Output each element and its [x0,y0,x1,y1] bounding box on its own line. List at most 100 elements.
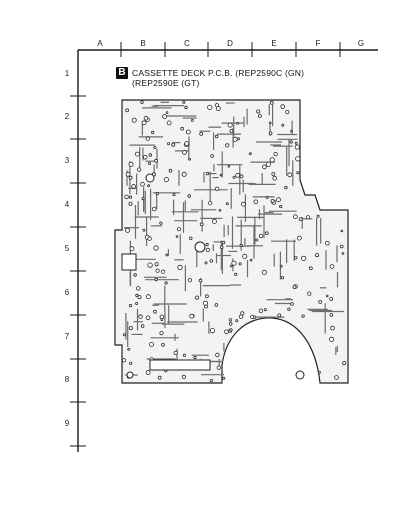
pad [235,319,239,323]
pad [280,276,284,280]
grid-col-label: D [227,39,233,48]
mounting-holes [126,173,305,380]
pad [280,104,286,109]
pad [195,295,200,300]
pad [290,302,294,306]
pad [231,260,237,266]
grid-col-label: C [184,39,190,48]
pad [253,199,259,205]
grid-row-label: 7 [64,332,70,341]
pad [236,121,240,125]
pad [214,303,219,307]
grid-row-label: 4 [64,200,70,209]
pad [153,146,157,150]
pad [198,278,203,283]
pad [238,262,242,266]
pad [257,114,262,118]
pad [301,314,305,318]
pad [229,328,233,332]
grid-row-label: 2 [64,112,70,121]
pad [205,242,209,247]
pad [188,158,191,161]
copper-traces [124,101,344,376]
pad [232,136,238,142]
pad [248,152,252,156]
pad [154,277,158,282]
pad [137,167,142,172]
pad [277,313,282,318]
pad [215,352,220,358]
pad [325,294,329,298]
pad [164,281,168,285]
pad [238,314,244,319]
pad [289,140,293,144]
pad [128,175,133,180]
pad [181,171,187,177]
pad [298,217,303,222]
pad [287,172,293,178]
pad [301,255,307,261]
pad [129,246,135,252]
pad [214,134,219,139]
board-badge: B [116,67,128,79]
pad [242,253,248,259]
pad [204,304,208,309]
pad [262,164,267,170]
pad [256,109,261,114]
pad [225,143,230,148]
board-title: CASSETTE DECK P.C.B. (REP2590C (GN) [132,68,305,78]
pad [128,195,132,199]
pad [155,268,160,273]
pad [240,201,246,207]
pad [165,253,169,257]
board-subtitle: (REP2590E (GT) [132,78,200,88]
pad [145,370,151,375]
pad [128,303,133,308]
solder-pads [121,100,347,383]
pad [329,313,334,317]
pad [342,361,347,366]
pad [147,262,153,268]
pad [153,309,157,314]
pad [205,247,210,252]
pad [125,108,129,113]
pad [222,376,226,380]
pad [145,315,151,321]
pad [268,131,273,136]
pad [329,297,334,301]
pad [284,185,288,190]
pad [219,173,223,177]
pad [235,172,241,178]
pad [133,273,137,277]
pad [236,137,240,141]
pad [249,258,253,262]
pad [285,110,290,115]
grid-row-label: 1 [64,69,70,78]
pad [167,142,171,146]
pad [269,100,274,105]
pad [205,171,210,176]
pad [128,161,134,167]
pad [175,235,179,238]
pad [209,327,215,334]
connector [121,253,211,371]
pad [204,294,209,299]
pad [215,106,221,111]
pad [161,269,166,274]
pad [305,215,311,220]
pad [163,177,169,183]
pad [340,229,344,233]
pad [281,123,285,127]
pad [135,293,139,297]
pad [125,227,131,233]
pad [137,295,142,300]
pad [265,195,269,199]
pad [131,117,137,123]
pad [142,228,146,232]
pad [141,197,145,201]
pad [287,307,291,311]
pad [161,342,165,347]
pad [187,194,191,198]
pad [276,197,281,203]
